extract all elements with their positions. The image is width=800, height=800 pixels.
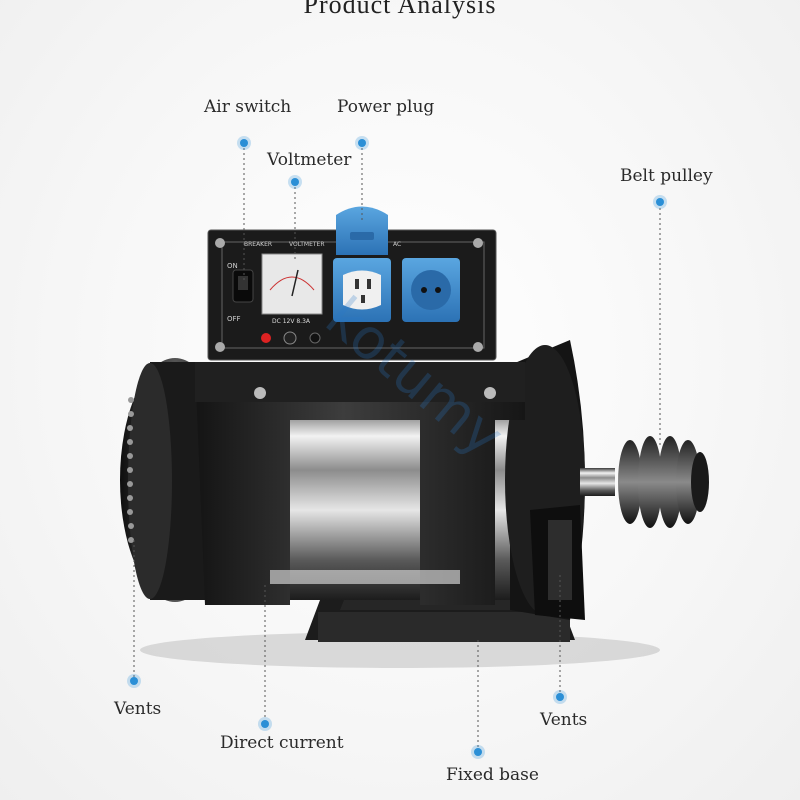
marker-belt-pulley xyxy=(656,198,664,206)
marker-voltmeter xyxy=(291,178,299,186)
marker-air-switch xyxy=(240,139,248,147)
base-plate xyxy=(318,612,570,642)
marker-vents-left xyxy=(130,677,138,685)
label-power-plug: Power plug xyxy=(337,97,435,117)
belt-pulley xyxy=(618,436,709,528)
panel-ac-text: AC xyxy=(393,241,402,248)
left-vents xyxy=(127,397,134,543)
label-air-switch: Air switch xyxy=(204,97,292,117)
page-title: Product Analysis xyxy=(303,0,497,19)
marker-fixed-base xyxy=(474,748,482,756)
panel-on-text: ON xyxy=(227,262,238,270)
panel-off-text: OFF xyxy=(227,315,241,323)
rail-bolt-left xyxy=(254,387,266,399)
label-direct-current: Direct current xyxy=(220,733,344,753)
top-rail xyxy=(195,362,525,402)
voltmeter-gauge xyxy=(261,253,323,315)
marker-direct-current xyxy=(261,720,269,728)
control-panel xyxy=(207,206,497,361)
label-fixed-base: Fixed base xyxy=(446,765,539,785)
label-voltmeter: Voltmeter xyxy=(267,150,352,170)
label-belt-pulley: Belt pulley xyxy=(620,166,713,186)
left-end-face xyxy=(128,363,172,599)
main-housing xyxy=(195,365,525,605)
rail-bolt-right xyxy=(484,387,496,399)
cylinder-seam xyxy=(270,570,460,584)
label-vents-right: Vents xyxy=(540,710,588,730)
socket-cover xyxy=(336,206,388,255)
marker-vents-right xyxy=(556,693,564,701)
panel-voltmeter-text: VOLTMETER xyxy=(289,241,325,248)
marker-power-plug xyxy=(358,139,366,147)
leader-lines xyxy=(133,143,661,752)
panel-breaker-text: BREAKER xyxy=(244,241,273,248)
red-terminal xyxy=(261,333,271,343)
right-vent-slot xyxy=(548,520,572,600)
label-vents-left: Vents xyxy=(114,699,162,719)
shaft xyxy=(580,468,615,496)
panel-dc-spec-text: DC 12V 8.3A xyxy=(272,318,311,325)
